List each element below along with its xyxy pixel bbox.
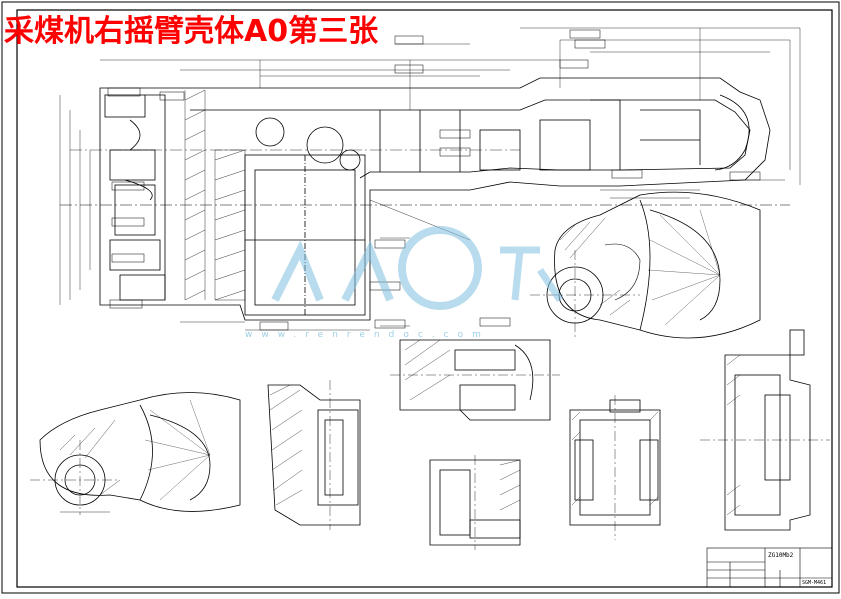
- title-block: [706, 547, 833, 588]
- section-view-f: [700, 329, 830, 531]
- section-view-b: [267, 380, 361, 530]
- inner-border: [16, 9, 833, 588]
- title-block-drawing-code: ZG10Mb2: [768, 552, 794, 559]
- watermark-logo: [271, 226, 563, 310]
- title-block-scale: SGM-M461: [802, 580, 827, 586]
- dimension-lines: [59, 27, 801, 331]
- main-section-view: [60, 77, 790, 321]
- tolerance-frames: [107, 29, 761, 331]
- bottom-left-arc-view: [30, 392, 241, 515]
- section-view-c: [390, 339, 560, 421]
- arm-end-view: [530, 191, 761, 340]
- drawing-title: 采煤机右摇臂壳体A0第三张: [4, 14, 379, 49]
- section-view-d: [429, 455, 521, 550]
- watermark-url: www.renrendoc.com: [245, 330, 490, 340]
- section-view-e: [569, 395, 661, 540]
